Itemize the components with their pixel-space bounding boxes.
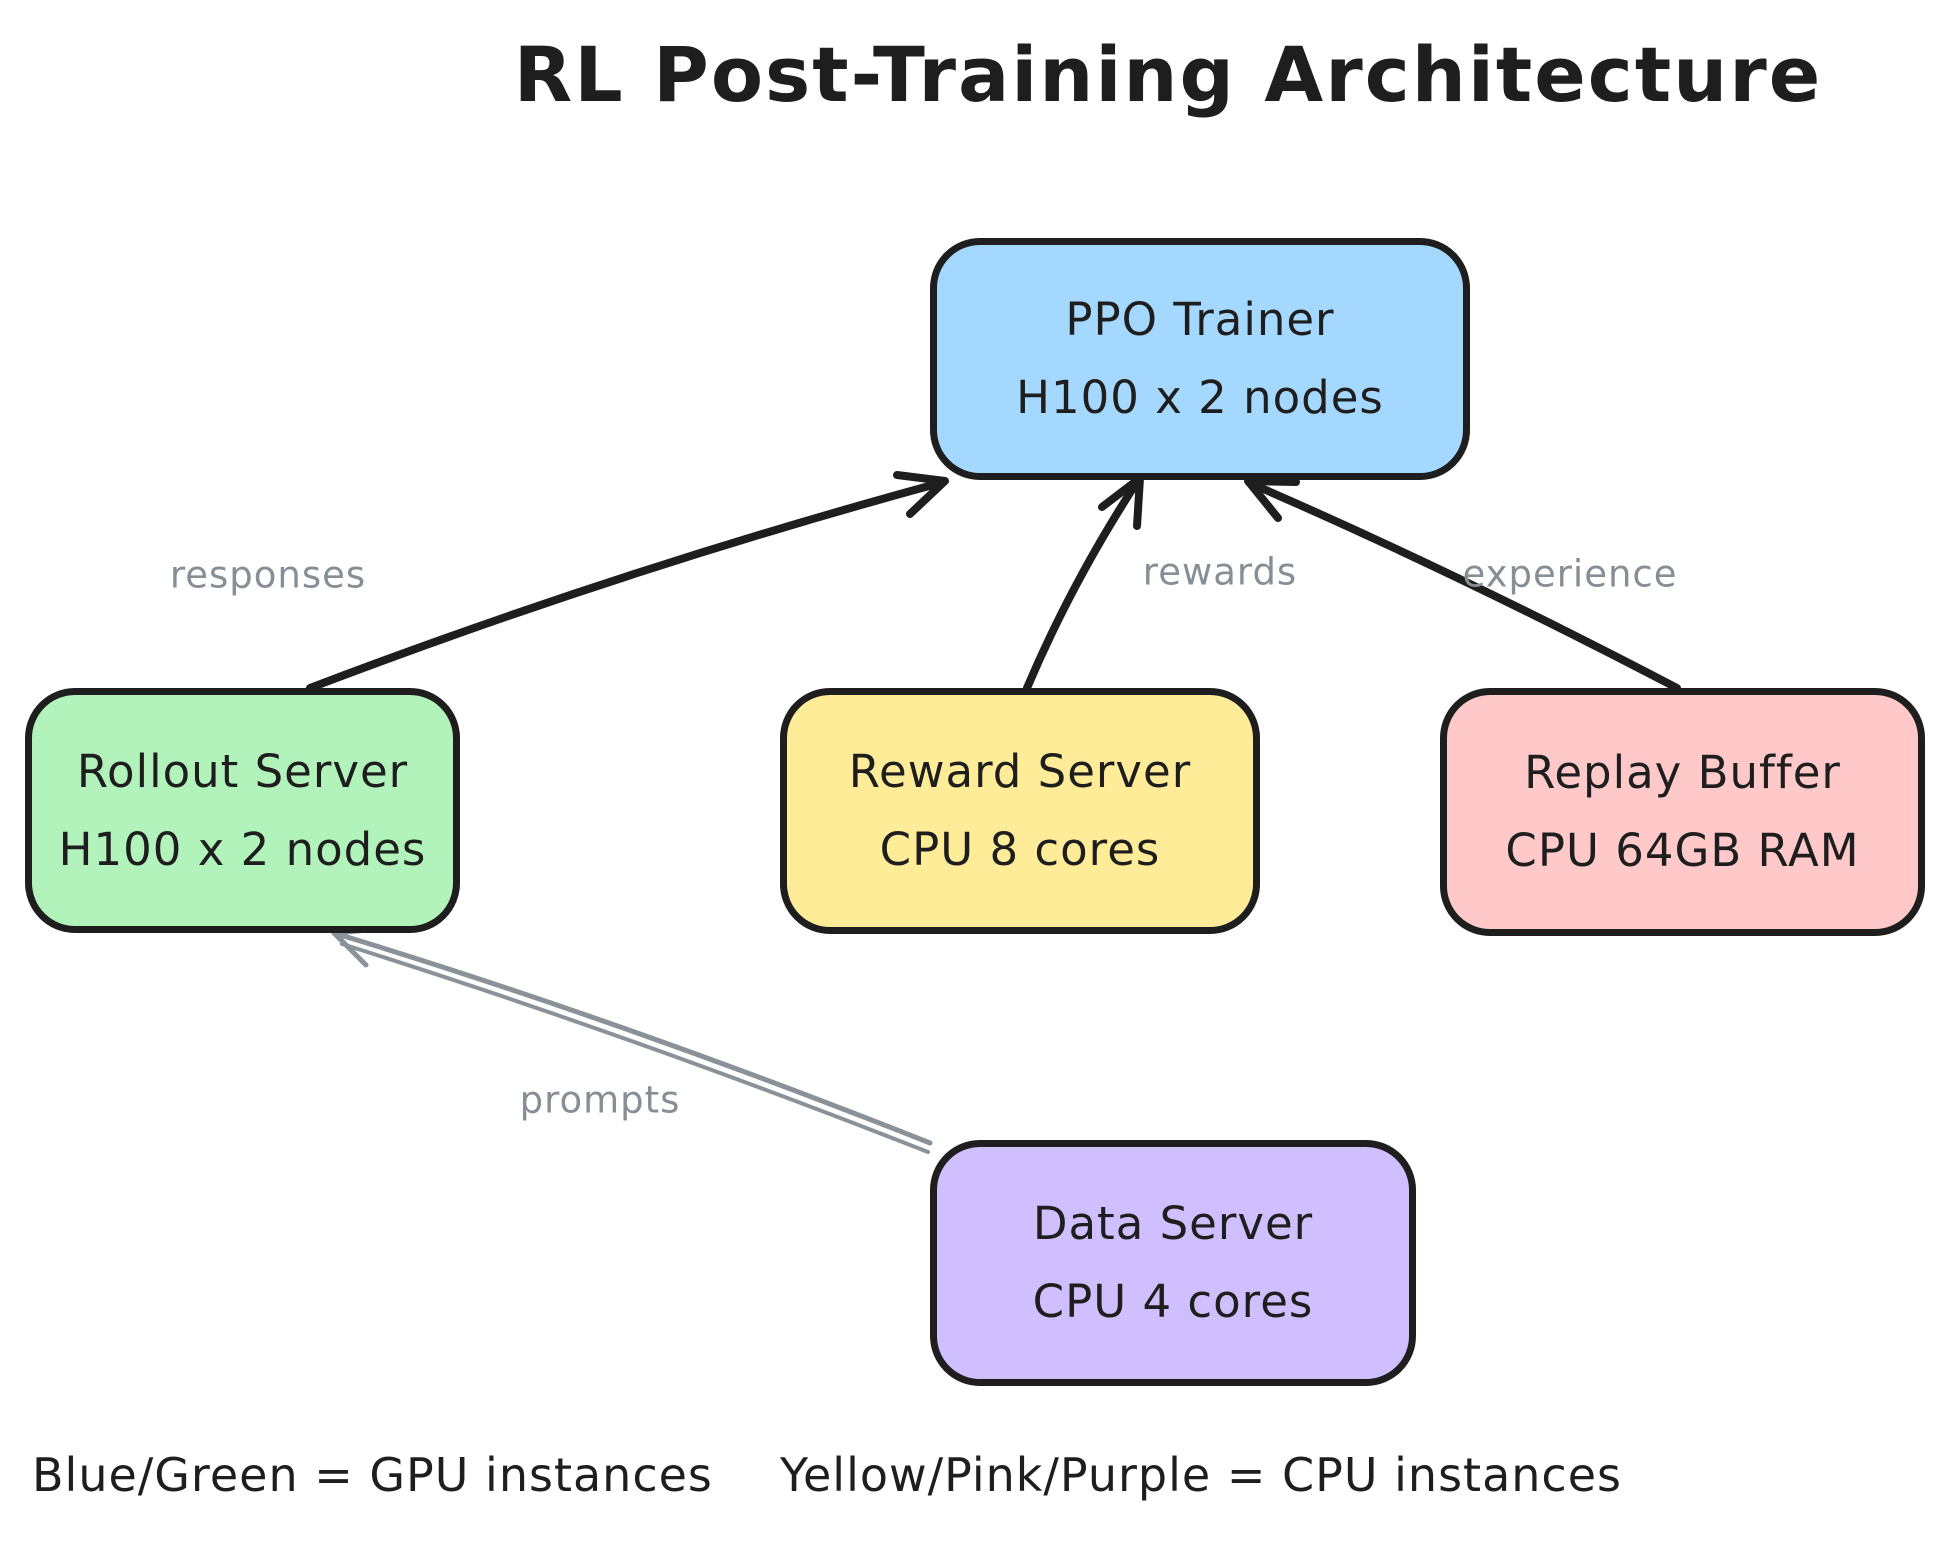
legend-cpu-instances: Yellow/Pink/Purple = CPU instances bbox=[780, 1448, 1622, 1502]
node-reward-server: Reward Server CPU 8 cores bbox=[780, 688, 1260, 934]
node-title: Data Server bbox=[1032, 1197, 1314, 1250]
edge-label-responses: responses bbox=[169, 553, 367, 597]
node-rollout-server: Rollout Server H100 x 2 nodes bbox=[25, 688, 460, 933]
legend: Blue/Green = GPU instances Yellow/Pink/P… bbox=[0, 1448, 1950, 1508]
node-title: Replay Buffer bbox=[1524, 746, 1841, 799]
node-title: Rollout Server bbox=[76, 744, 409, 798]
node-title: PPO Trainer bbox=[1065, 293, 1335, 346]
rewards-arrow bbox=[1023, 474, 1144, 692]
node-data-server: Data Server CPU 4 cores bbox=[930, 1140, 1416, 1386]
node-replay-buffer: Replay Buffer CPU 64GB RAM bbox=[1440, 688, 1925, 936]
node-spec: CPU 64GB RAM bbox=[1505, 824, 1860, 877]
diagram-title: RL Post-Training Architecture bbox=[513, 30, 1823, 119]
experience-arrow bbox=[1244, 477, 1681, 692]
node-spec: H100 x 2 nodes bbox=[1016, 371, 1384, 424]
node-spec: H100 x 2 nodes bbox=[58, 822, 427, 876]
edge-label-experience: experience bbox=[1462, 552, 1678, 596]
edge-label-rewards: rewards bbox=[1142, 550, 1298, 594]
edge-label-prompts: prompts bbox=[519, 1078, 681, 1122]
legend-gpu-instances: Blue/Green = GPU instances bbox=[32, 1448, 713, 1502]
responses-arrow bbox=[306, 471, 949, 692]
node-title: Reward Server bbox=[848, 745, 1192, 798]
node-ppo-trainer: PPO Trainer H100 x 2 nodes bbox=[930, 238, 1470, 480]
node-spec: CPU 8 cores bbox=[879, 823, 1161, 876]
node-spec: CPU 4 cores bbox=[1032, 1275, 1314, 1328]
